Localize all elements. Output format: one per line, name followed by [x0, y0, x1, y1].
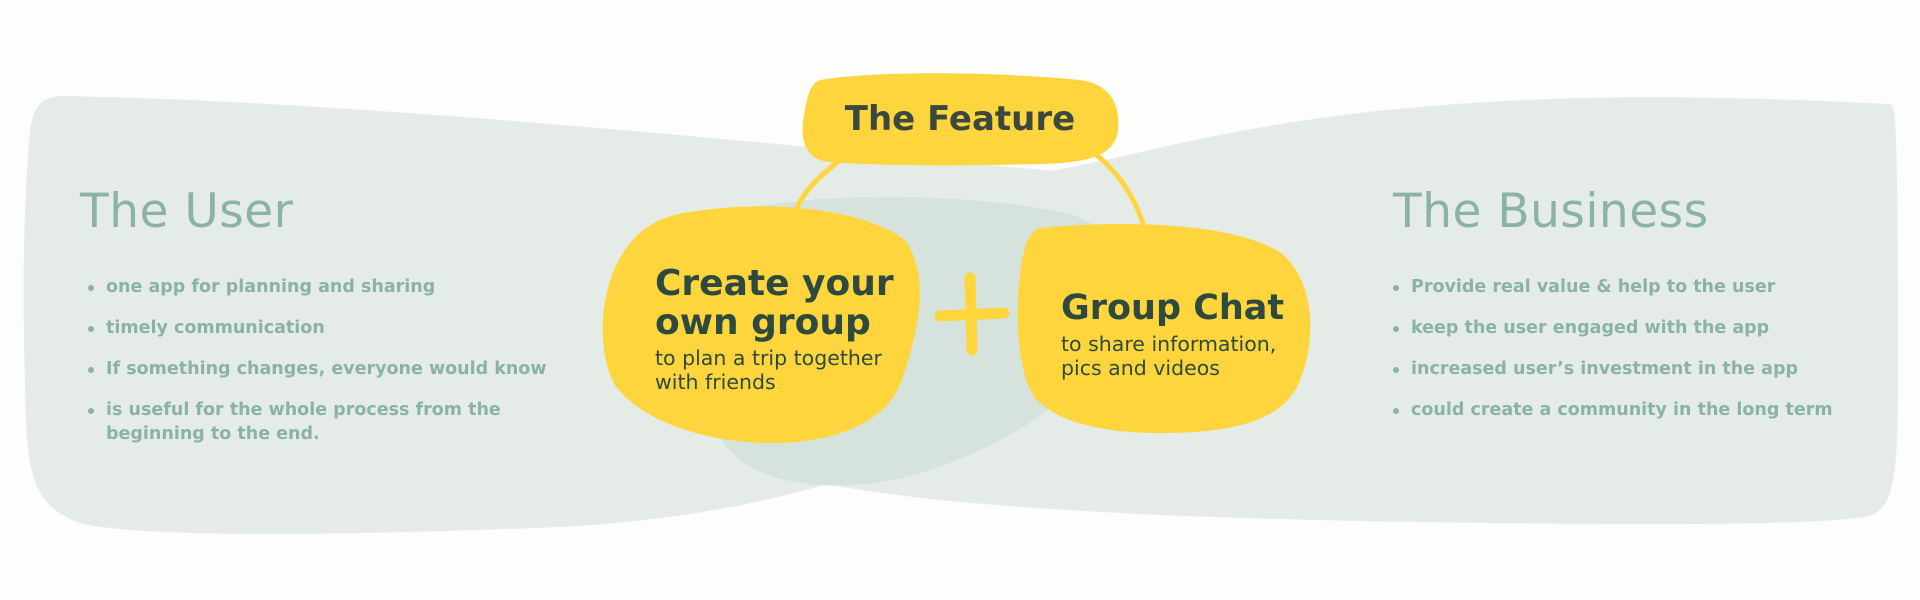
user-bullet-item: If something changes, everyone would kno…: [84, 357, 574, 381]
chat-bubble-text: Group Chat to share information, pics an…: [1061, 288, 1311, 381]
feature-bubble: [802, 73, 1119, 166]
user-bullet-list: one app for planning and sharing timely …: [84, 275, 574, 463]
plus-icon: [934, 272, 1010, 356]
chat-subtitle-line-1: to share information,: [1061, 332, 1277, 356]
chat-bubble: [1017, 223, 1311, 434]
user-bullet-item: timely communication: [84, 316, 574, 340]
group-title-line-1: Create your: [655, 263, 894, 304]
business-bullet-list: Provide real value & help to the user ke…: [1389, 275, 1869, 439]
business-bullet-item: could create a community in the long ter…: [1389, 398, 1869, 422]
business-bullet-item: Provide real value & help to the user: [1389, 275, 1869, 299]
chat-title: Group Chat: [1061, 288, 1285, 328]
feature-title: The Feature: [844, 99, 1076, 139]
user-bullet-item: one app for planning and sharing: [84, 275, 574, 299]
business-title: The Business: [1393, 184, 1709, 239]
group-bubble-text: Create your own group to plan a trip tog…: [655, 264, 925, 394]
connector-line-right: [1087, 147, 1148, 233]
business-bullet-item: increased user’s investment in the app: [1389, 357, 1869, 381]
user-bullet-item: is useful for the whole process from the…: [84, 398, 574, 446]
group-title-line-2: own group: [655, 302, 871, 343]
chat-subtitle-line-2: pics and videos: [1061, 356, 1220, 380]
group-subtitle-line-2: with friends: [655, 370, 776, 394]
business-bullet-item: keep the user engaged with the app: [1389, 316, 1869, 340]
user-title: The User: [80, 184, 294, 239]
group-bubble: [602, 206, 920, 444]
group-subtitle-line-1: to plan a trip together: [655, 346, 882, 370]
